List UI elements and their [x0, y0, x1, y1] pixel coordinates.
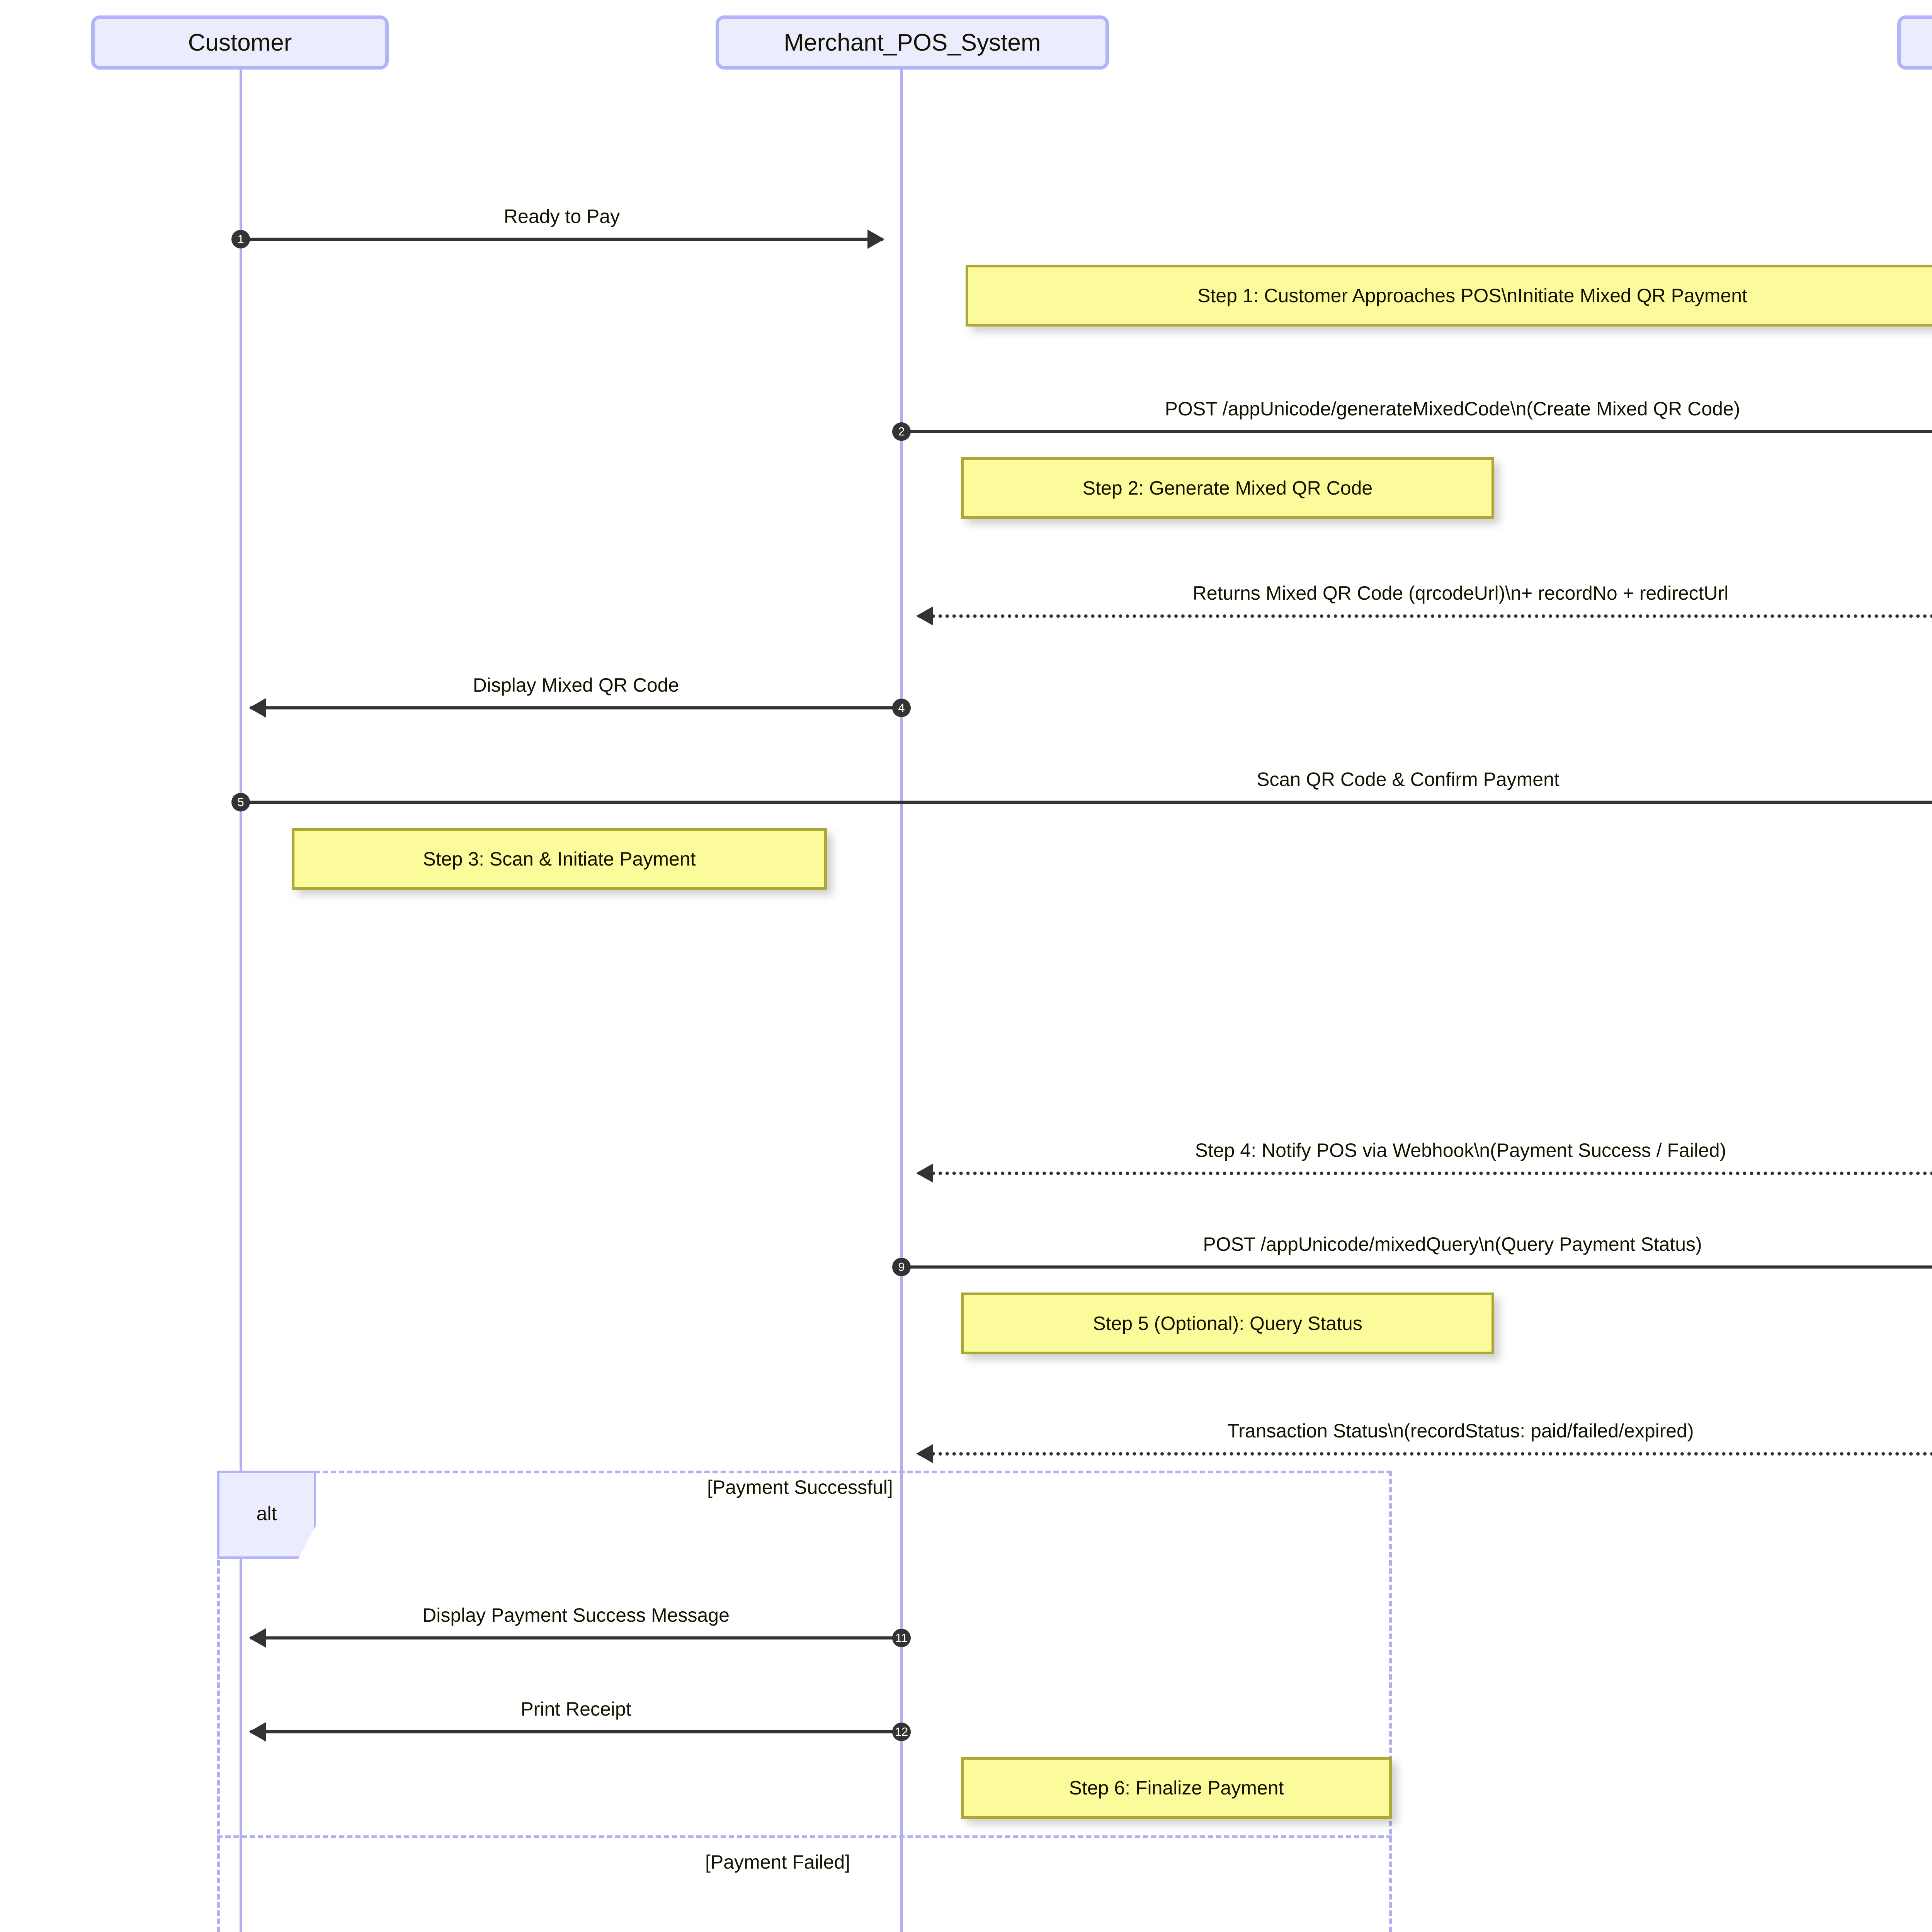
note-step-1: Step 1: Customer Approaches POS\nInitiat… — [966, 265, 1932, 327]
participant-label-customer: Customer — [188, 29, 292, 56]
arrowhead-left-icon-8 — [916, 1163, 933, 1183]
sequence-number-11: 11 — [892, 1629, 911, 1647]
sequence-number-5: 5 — [231, 793, 250, 811]
alt-branch-condition-1: [Payment Successful] — [707, 1476, 893, 1498]
message-label-2: POST /appUnicode/generateMixedCode\n(Cre… — [1165, 398, 1740, 420]
sequence-number-4: 4 — [892, 699, 911, 717]
lifeline-customer — [240, 68, 242, 1932]
sequence-number-1: 1 — [231, 230, 250, 248]
note-step-6-text: Step 6: Finalize Payment — [1069, 1777, 1284, 1799]
note-step-6: Step 6: Finalize Payment — [961, 1757, 1392, 1819]
alt-fragment-label-text: alt — [256, 1503, 277, 1524]
participant-top-pockyt-api[interactable]: Pockyt_API — [1897, 15, 1932, 70]
message-label-10: Transaction Status\n(recordStatus: paid/… — [1227, 1420, 1694, 1442]
message-label-4: Display Mixed QR Code — [473, 674, 679, 696]
sequence-number-9: 9 — [892, 1258, 911, 1276]
arrowhead-right-icon-1 — [867, 230, 884, 249]
message-line-4 — [250, 706, 901, 709]
note-step-3: Step 3: Scan & Initiate Payment — [292, 828, 827, 890]
alt-fragment-box — [217, 1471, 1392, 1932]
message-line-11 — [250, 1636, 901, 1639]
sequence-number-2: 2 — [892, 422, 911, 441]
sequence-number-12: 12 — [892, 1723, 911, 1741]
message-label-5: Scan QR Code & Confirm Payment — [1257, 769, 1560, 790]
participant-top-customer[interactable]: Customer — [91, 15, 389, 70]
alt-branch-condition-2: [Payment Failed] — [705, 1851, 850, 1873]
lifeline-merchant-pos-system — [900, 68, 903, 1932]
note-step-1-text: Step 1: Customer Approaches POS\nInitiat… — [1197, 285, 1747, 306]
message-line-3 — [918, 614, 1932, 618]
message-label-11: Display Payment Success Message — [422, 1604, 730, 1626]
note-step-2-text: Step 2: Generate Mixed QR Code — [1082, 477, 1373, 499]
participant-top-merchant-pos-system[interactable]: Merchant_POS_System — [716, 15, 1109, 70]
message-line-10 — [918, 1452, 1932, 1456]
message-label-8: Step 4: Notify POS via Webhook\n(Payment… — [1195, 1139, 1726, 1161]
message-label-3: Returns Mixed QR Code (qrcodeUrl)\n+ rec… — [1192, 582, 1729, 604]
arrowhead-left-icon-12 — [249, 1722, 266, 1742]
message-label-12: Print Receipt — [520, 1698, 631, 1720]
message-line-2 — [901, 430, 1932, 433]
arrowhead-left-icon-3 — [916, 606, 933, 626]
participant-label-merchant-pos-system: Merchant_POS_System — [784, 29, 1041, 56]
message-label-1: Ready to Pay — [503, 206, 620, 227]
message-line-9 — [901, 1265, 1932, 1269]
alt-fragment-divider — [217, 1835, 1392, 1838]
arrowhead-left-icon-4 — [249, 698, 266, 718]
arrowhead-left-icon-11 — [249, 1628, 266, 1648]
note-step-5-text: Step 5 (Optional): Query Status — [1093, 1313, 1362, 1334]
note-step-5: Step 5 (Optional): Query Status — [961, 1293, 1494, 1354]
message-label-9: POST /appUnicode/mixedQuery\n(Query Paym… — [1203, 1233, 1702, 1255]
arrowhead-left-icon-10 — [916, 1444, 933, 1463]
message-line-8 — [918, 1172, 1932, 1175]
message-line-12 — [250, 1730, 901, 1733]
alt-fragment-label: alt — [217, 1471, 316, 1559]
note-step-2: Step 2: Generate Mixed QR Code — [961, 457, 1494, 519]
note-step-3-text: Step 3: Scan & Initiate Payment — [423, 848, 696, 870]
message-line-1 — [241, 238, 883, 241]
message-line-5 — [241, 801, 1932, 804]
